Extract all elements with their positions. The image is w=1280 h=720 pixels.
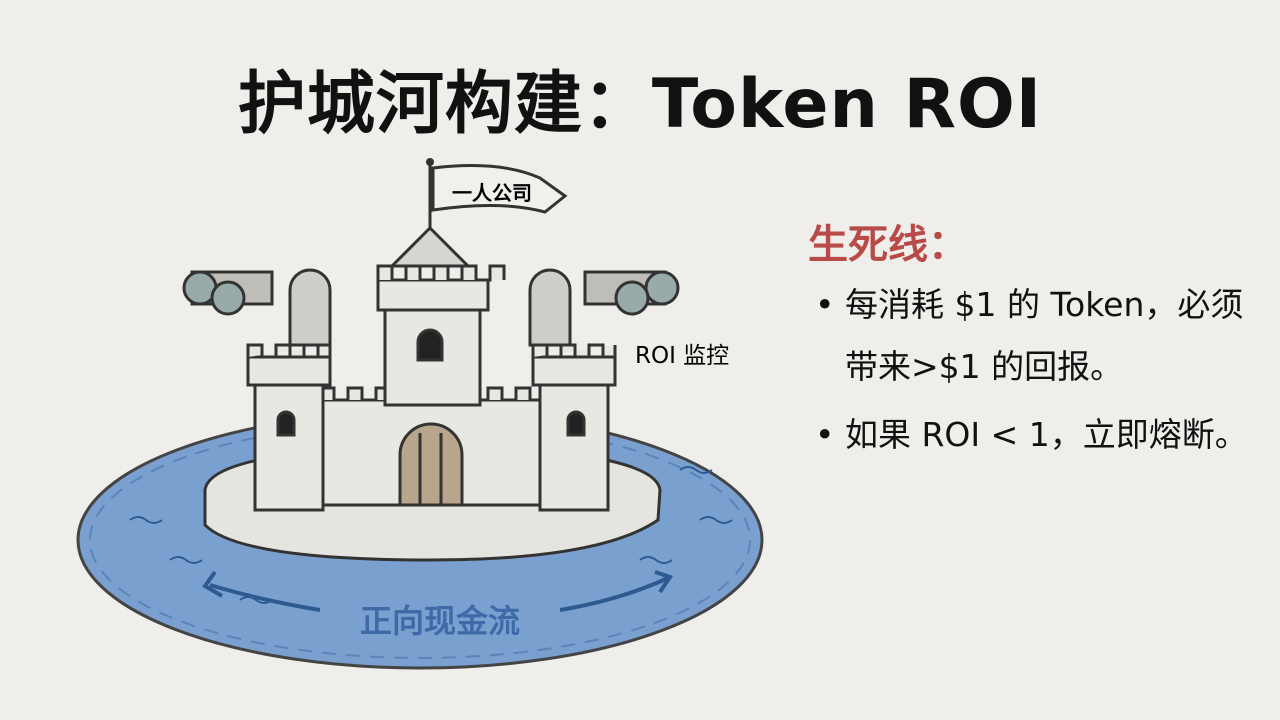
moat-label: 正向现金流 — [360, 602, 520, 640]
bullet-dot-icon: • — [815, 285, 835, 324]
castle — [246, 225, 617, 512]
roi-monitor-label: ROI 监控 — [635, 343, 729, 369]
bullet-text: 每消耗 $1 的 Token，必须带来>$1 的回报。 — [845, 285, 1244, 386]
flag — [431, 164, 568, 214]
page-title: 护城河构建：Token ROI — [237, 65, 1043, 144]
wave-marks — [129, 466, 733, 604]
lookout-soldiers — [182, 268, 680, 347]
bullet-text: 如果 ROI < 1，立即熔断。 — [845, 415, 1248, 454]
flag-label: 一人公司 — [452, 181, 532, 205]
bullet-dot-icon: • — [815, 415, 835, 454]
cash-flow-arrows — [202, 570, 674, 612]
panel-heading: 生死线： — [808, 222, 968, 268]
